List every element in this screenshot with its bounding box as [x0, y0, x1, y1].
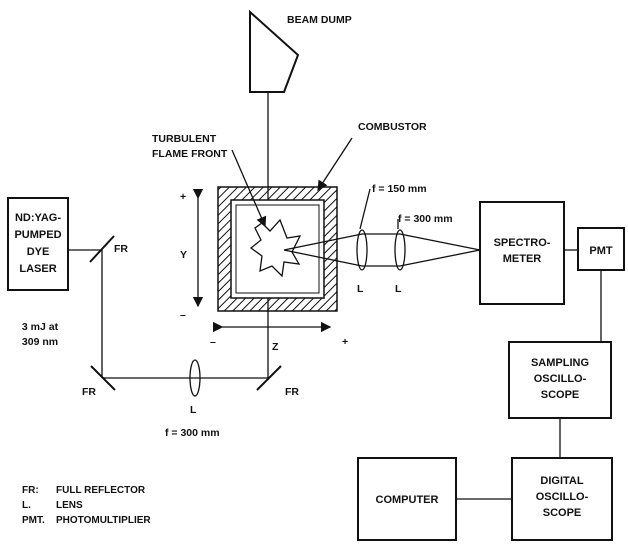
svg-text:PMT.: PMT. [22, 515, 45, 526]
svg-text:SCOPE: SCOPE [543, 507, 582, 519]
svg-text:SCOPE: SCOPE [541, 389, 580, 401]
svg-text:PHOTOMULTIPLIER: PHOTOMULTIPLIER [56, 515, 151, 526]
full-reflector-3 [256, 365, 282, 391]
svg-text:PMT: PMT [589, 245, 613, 257]
svg-text:LASER: LASER [19, 263, 56, 275]
svg-text:LENS: LENS [56, 500, 83, 511]
digital-oscilloscope-box: DIGITAL OSCILLO- SCOPE [511, 457, 613, 541]
svg-text:COMPUTER: COMPUTER [376, 494, 439, 506]
z-label: Z [272, 341, 279, 353]
legend: FR: FULL REFLECTOR L. LENS PMT. PHOTOMUL… [22, 485, 151, 526]
combustor: COMBUSTOR [217, 121, 427, 312]
lens-bottom [189, 359, 201, 397]
lens-1 [356, 229, 368, 271]
svg-text:ND:YAG-: ND:YAG- [15, 212, 61, 224]
svg-text:L: L [395, 283, 402, 295]
spectrometer-box: SPECTRO- METER [479, 201, 565, 305]
svg-text:L: L [190, 404, 197, 416]
svg-text:FULL REFLECTOR: FULL REFLECTOR [56, 485, 146, 496]
svg-text:DYE: DYE [27, 246, 50, 258]
laser-box: ND:YAG- PUMPED DYE LASER [7, 197, 69, 291]
turbulent-flame-front [249, 218, 302, 278]
combustor-pointer [317, 137, 353, 192]
turbulent-label-1: TURBULENT [152, 133, 217, 145]
y-axis-indicator: + Y – [180, 188, 204, 321]
svg-text:+: + [342, 336, 348, 348]
svg-text:L: L [357, 283, 364, 295]
svg-text:+: + [180, 191, 186, 203]
laser-energy-line2: 309 nm [22, 336, 58, 348]
beam-dump: BEAM DUMP [249, 9, 352, 93]
svg-text:OSCILLO-: OSCILLO- [534, 373, 587, 385]
svg-text:OSCILLO-: OSCILLO- [536, 491, 589, 503]
full-reflector-1 [89, 235, 115, 263]
svg-text:FR:: FR: [22, 485, 39, 496]
f150-label: f = 150 mm [372, 183, 427, 195]
svg-text:FR: FR [285, 386, 299, 398]
collection-optics: L L f = 150 mm f = 300 mm [283, 183, 481, 295]
svg-text:PUMPED: PUMPED [14, 229, 61, 241]
f300-bottom-label: f = 300 mm [165, 427, 220, 439]
svg-text:SPECTRO-: SPECTRO- [494, 237, 551, 249]
svg-text:DIGITAL: DIGITAL [540, 475, 583, 487]
y-label: Y [180, 249, 187, 261]
f300-top-label: f = 300 mm [398, 213, 453, 225]
beam-dump-label: BEAM DUMP [287, 14, 352, 26]
svg-text:–: – [180, 309, 186, 321]
svg-text:SAMPLING: SAMPLING [531, 357, 589, 369]
svg-text:L.: L. [22, 500, 31, 511]
computer-box: COMPUTER [357, 457, 457, 541]
turbulent-label-2: FLAME FRONT [152, 148, 228, 160]
flame-pointer [231, 149, 267, 228]
svg-text:METER: METER [503, 253, 542, 265]
laser-energy-line1: 3 mJ at [22, 321, 59, 333]
z-axis-indicator: – Z + [210, 321, 348, 353]
svg-text:FR: FR [82, 386, 96, 398]
sampling-oscilloscope-box: SAMPLING OSCILLO- SCOPE [508, 341, 612, 419]
svg-text:–: – [210, 336, 216, 348]
svg-text:FR: FR [114, 243, 128, 255]
lens-2 [394, 229, 406, 271]
combustor-label: COMBUSTOR [358, 121, 427, 133]
pmt-box: PMT [577, 227, 625, 271]
